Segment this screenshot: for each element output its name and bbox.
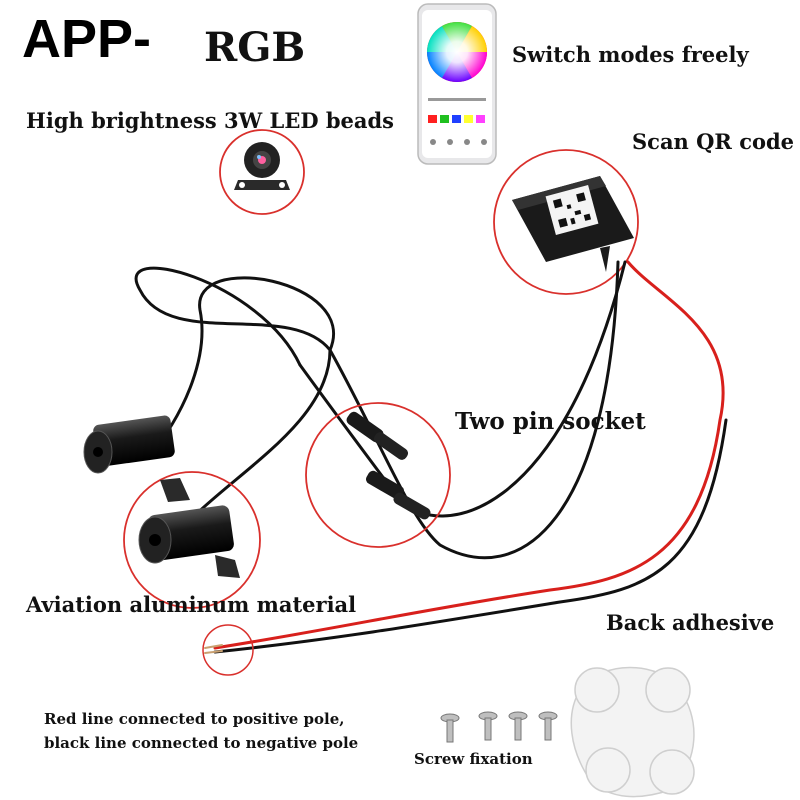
color-wheel [427, 21, 487, 83]
label-switch-modes: Switch modes freely [512, 42, 749, 67]
two-pin-socket-detail [305, 402, 451, 548]
laser-head-right [123, 471, 261, 609]
headline-app: APP- [22, 9, 152, 69]
label-screw-fixation: Screw fixation [414, 750, 533, 768]
label-scan-qr: Scan QR code [632, 129, 795, 154]
wire-end-detail [202, 624, 254, 676]
phone-app-screenshot [417, 3, 497, 165]
label-wire-polarity-2: black line connected to negative pole [44, 734, 359, 752]
label-two-pin-socket: Two pin socket [455, 408, 646, 435]
adhesive-pads [570, 666, 695, 798]
label-back-adhesive: Back adhesive [606, 610, 775, 635]
laser-head-left [83, 415, 175, 474]
headline-rgb: RGB [204, 24, 306, 71]
qr-code [552, 192, 592, 228]
screws [440, 711, 558, 743]
label-led-beads: High brightness 3W LED beads [26, 108, 395, 133]
label-aviation-aluminum: Aviation aluminum material [26, 592, 357, 617]
label-wire-polarity-1: Red line connected to positive pole, [44, 710, 345, 728]
controller-box [493, 149, 639, 295]
led-bead-detail [219, 129, 305, 215]
